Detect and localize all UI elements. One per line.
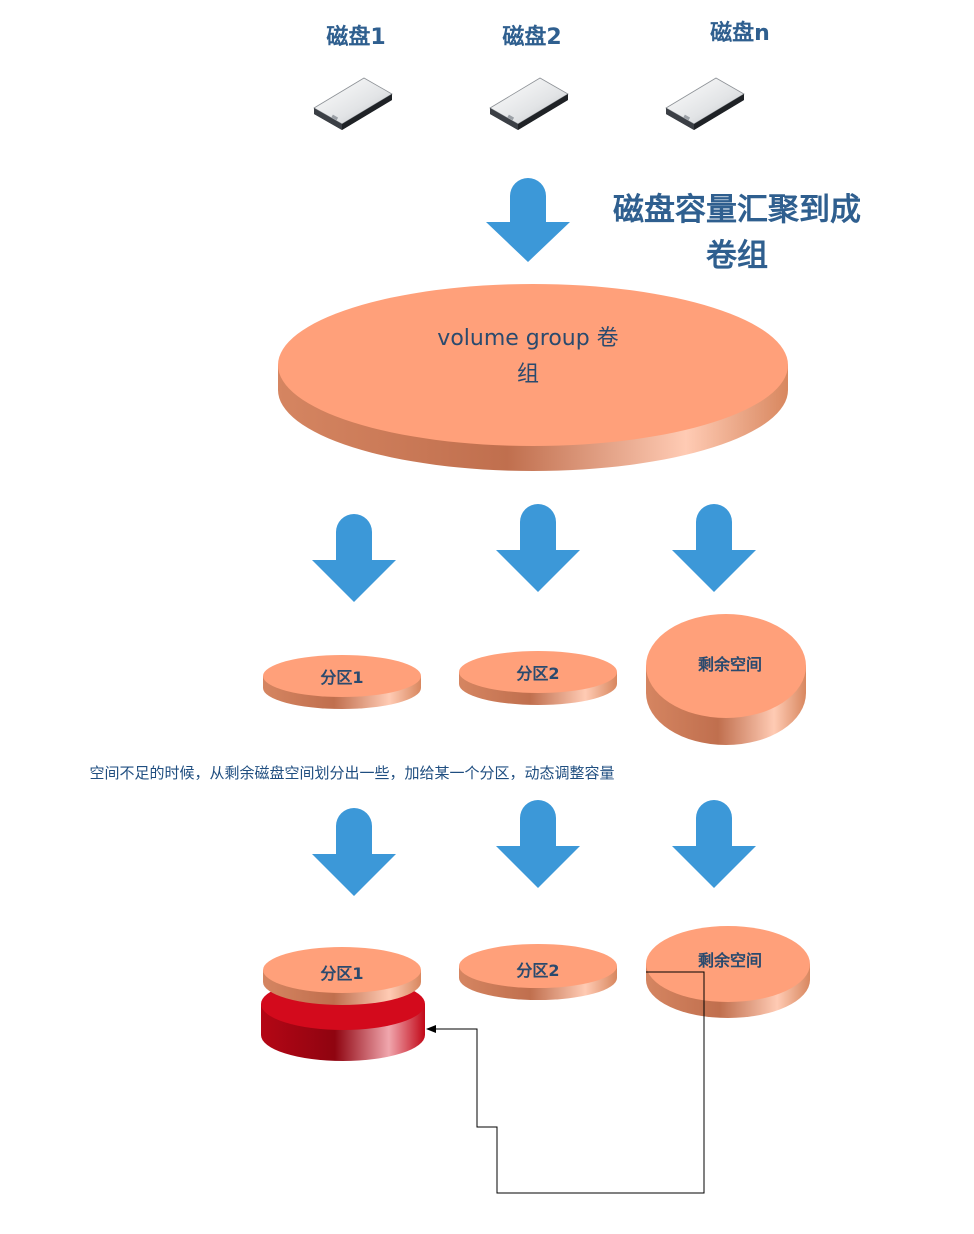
- down-arrow-icon: [496, 504, 580, 592]
- hard-drive-icon: [665, 77, 745, 130]
- partition-1-label: 分区1: [320, 964, 363, 983]
- down-arrow-icon: [312, 808, 396, 896]
- hard-drive-icon: [489, 77, 569, 130]
- volume-group-disk: volume group 卷 组: [278, 284, 788, 471]
- free-space-label: 剩余空间: [698, 655, 762, 674]
- volume-group-label-line-1: volume group 卷: [437, 326, 618, 351]
- disk-2-label: 磁盘2: [502, 24, 561, 50]
- free-space-label: 剩余空间: [698, 951, 762, 970]
- free-space-after: 剩余空间: [646, 926, 810, 1018]
- partition-2-label: 分区2: [516, 664, 559, 683]
- partition-1-label: 分区1: [320, 668, 363, 687]
- partition-2-before: 分区2: [459, 651, 617, 705]
- down-arrow-icon: [486, 178, 570, 262]
- partition-1-after: 分区1: [263, 947, 421, 1005]
- disk-1: 磁盘1: [313, 24, 393, 130]
- disk-2: 磁盘2: [489, 24, 569, 130]
- volume-group-label-line-2: 组: [517, 362, 539, 387]
- disk-n-label: 磁盘n: [710, 20, 770, 46]
- aggregate-caption-line-1: 磁盘容量汇聚到成: [613, 192, 861, 228]
- down-arrow-icon: [672, 800, 756, 888]
- resize-note: 空间不足的时候，从剩余磁盘空间划分出一些，加给某一个分区，动态调整容量: [89, 764, 614, 782]
- partition-1-before: 分区1: [263, 655, 421, 709]
- down-arrow-icon: [672, 504, 756, 592]
- partition-2-label: 分区2: [516, 961, 559, 980]
- disk-n: 磁盘n: [665, 20, 770, 130]
- down-arrow-icon: [496, 800, 580, 888]
- free-space-before: 剩余空间: [646, 614, 806, 745]
- down-arrow-icon: [312, 514, 396, 602]
- hard-drive-icon: [313, 77, 393, 130]
- resize-connector: [426, 971, 705, 1194]
- disk-1-label: 磁盘1: [326, 24, 385, 50]
- partition-2-after: 分区2: [459, 944, 617, 1000]
- aggregate-caption-line-2: 卷组: [706, 238, 768, 274]
